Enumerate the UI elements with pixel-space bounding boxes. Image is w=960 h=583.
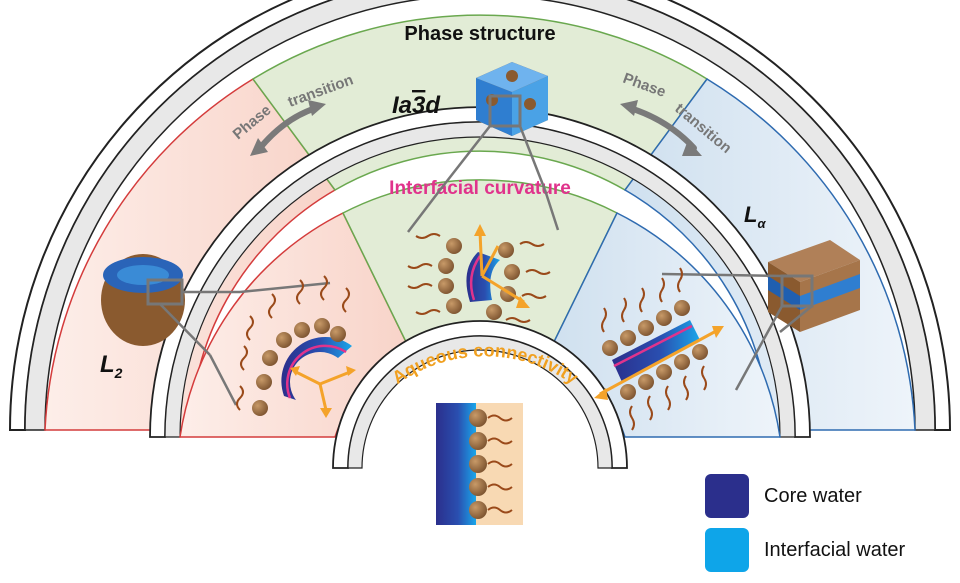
aqueous-slab — [436, 403, 523, 525]
cubic-phase-illustration — [407, 62, 560, 233]
lamellar-stack-illustration — [661, 240, 860, 391]
legend-label-interfacial-water: Interfacial water — [764, 538, 906, 561]
interfacial-curvature-title: Interfacial curvature — [389, 178, 571, 199]
phase-label-L2: L2 — [100, 351, 123, 381]
legend-label-core-water: Core water — [764, 484, 862, 507]
region-La — [623, 78, 916, 431]
curved-bilayer-L2 — [236, 275, 356, 418]
transition-arrow-left — [257, 105, 319, 151]
inner-arc-band — [332, 320, 628, 469]
legend-item-interfacial-water: Interfacial water — [705, 528, 955, 572]
flat-bilayer-La — [594, 267, 724, 431]
outer-arc-band — [8, 0, 952, 431]
inverse-micelle-illustration — [101, 254, 331, 406]
phase-structure-title: Phase structure — [404, 23, 555, 45]
phase-label-cubic: Ia3d — [392, 92, 441, 119]
core-water-swatch — [705, 474, 749, 518]
legend-item-core-water: Core water — [705, 474, 955, 518]
interfacial-water-swatch — [705, 528, 749, 572]
legend: Core water Interfacial water — [705, 474, 955, 574]
phase-label-La: Lα — [744, 202, 766, 231]
saddle-bilayer-cubic — [407, 224, 551, 323]
